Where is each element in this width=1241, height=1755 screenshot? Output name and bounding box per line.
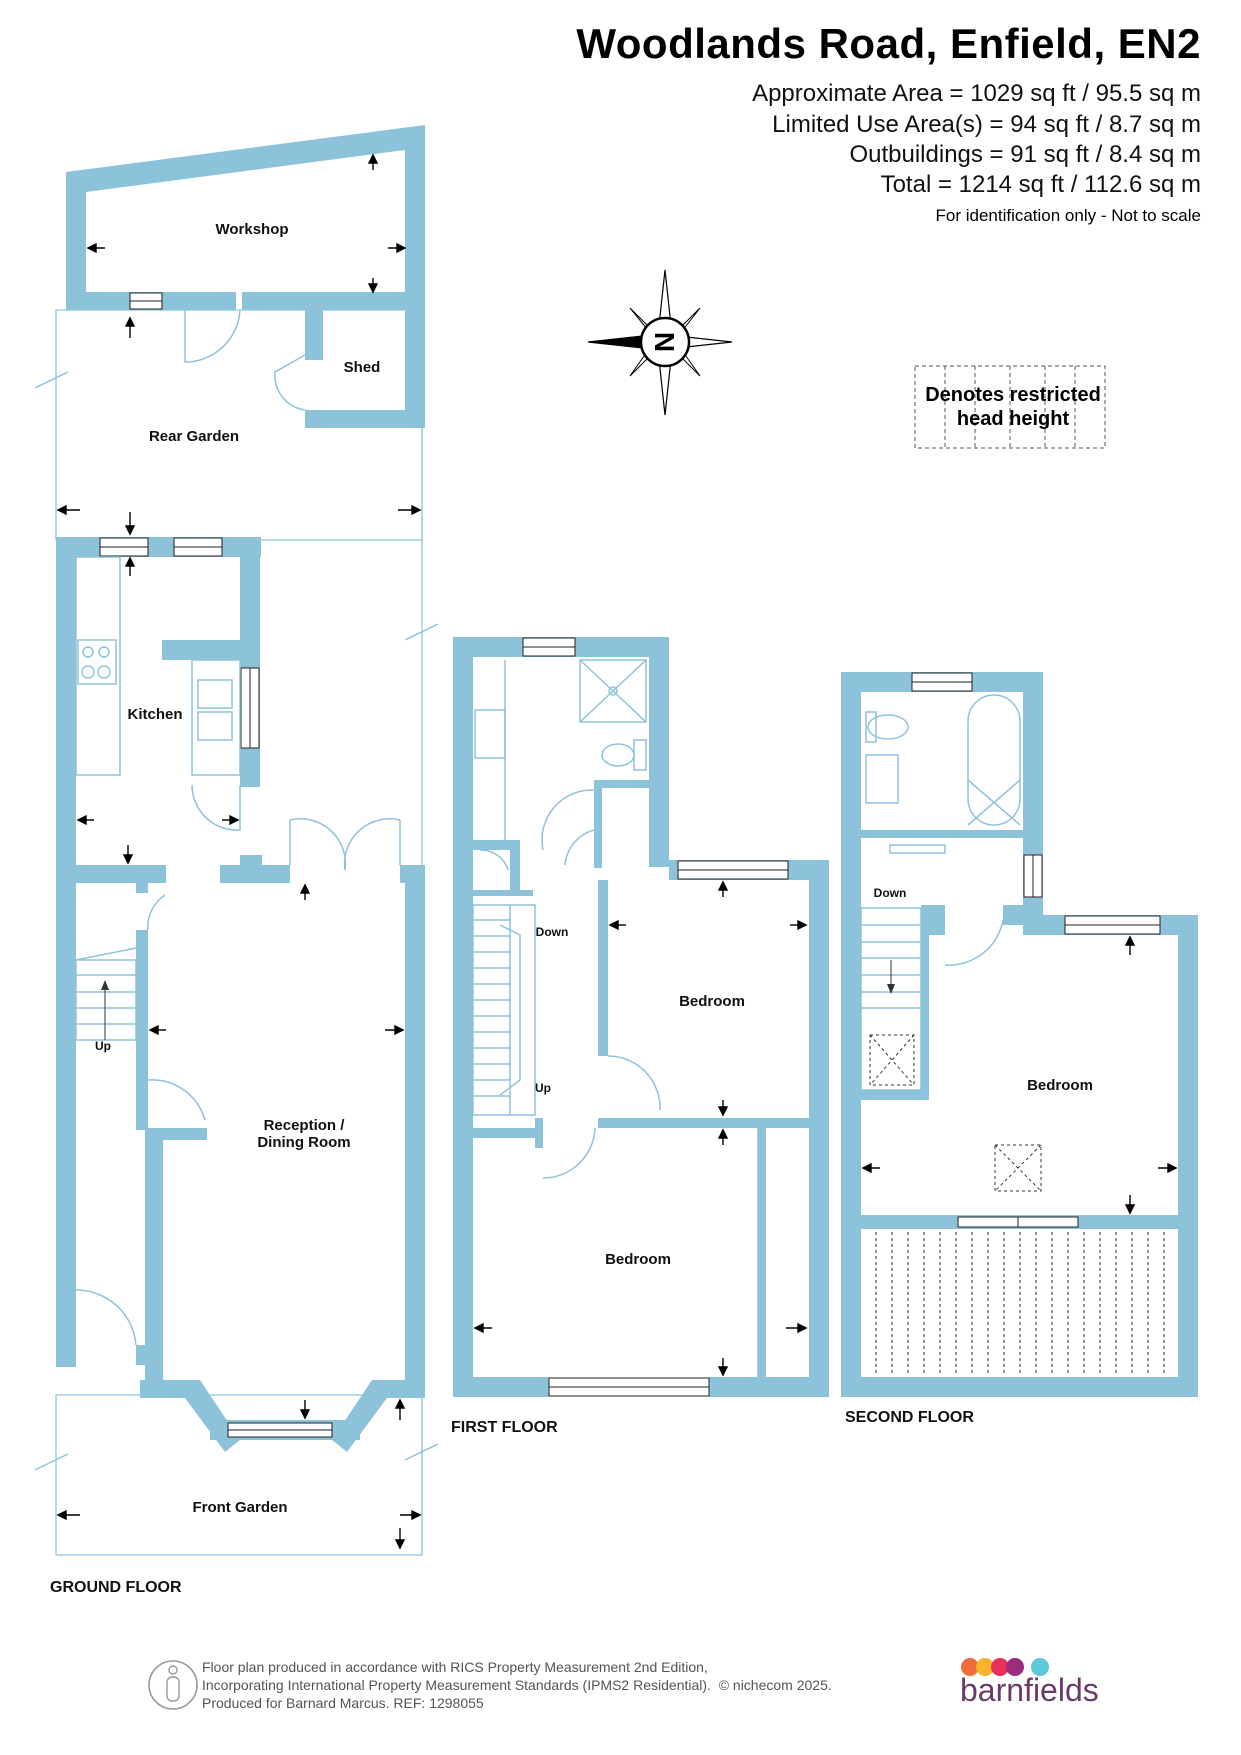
outbuildings-area: Outbuildings = 91 sq ft / 8.4 sq m <box>849 141 1201 168</box>
barnfields-logo-dots <box>961 1658 1049 1676</box>
scale-note: For identification only - Not to scale <box>935 206 1201 225</box>
footer-line-3: Produced for Barnard Marcus. REF: 129805… <box>202 1695 484 1711</box>
floor-label-first: FIRST FLOOR <box>451 1419 558 1436</box>
room-label-reception-1: Reception / <box>264 1117 346 1134</box>
stairs-down-label-second: Down <box>874 886 907 900</box>
room-label-shed: Shed <box>344 359 381 376</box>
room-label-kitchen: Kitchen <box>127 706 182 723</box>
room-label-workshop: Workshop <box>215 221 288 238</box>
compass-letter: N <box>649 332 680 352</box>
room-label-reception-2: Dining Room <box>257 1134 350 1151</box>
floor-label-ground: GROUND FLOOR <box>50 1579 182 1596</box>
approximate-area: Approximate Area = 1029 sq ft / 95.5 sq … <box>752 80 1201 107</box>
limited-use-area: Limited Use Area(s) = 94 sq ft / 8.7 sq … <box>772 111 1201 138</box>
room-label-rear-garden: Rear Garden <box>149 428 239 445</box>
stairs-up-label-first: Up <box>535 1081 551 1095</box>
footer-line-2: Incorporating International Property Mea… <box>202 1676 832 1694</box>
stairs-down-label: Down <box>536 925 569 939</box>
room-label-bedroom-second: Bedroom <box>1027 1077 1093 1094</box>
legend-label: Denotes restricted head height <box>925 384 1101 430</box>
room-label-bedroom-front: Bedroom <box>605 1251 671 1268</box>
room-label-front-garden: Front Garden <box>192 1499 287 1516</box>
first-floor-plan: Bedroom Bedroom Down Up FIRST FLOOR <box>451 637 829 1436</box>
page-title: Woodlands Road, Enfield, EN2 <box>576 20 1201 67</box>
stairs-up-label: Up <box>95 1039 111 1053</box>
ground-floor-plan: Workshop Shed Rear Garden Kitchen Recept… <box>34 125 439 1596</box>
footer-notes: Floor plan produced in accordance with R… <box>202 1658 832 1712</box>
floor-label-second: SECOND FLOOR <box>845 1409 974 1426</box>
person-info-icon <box>148 1660 198 1710</box>
footer-line-1: Floor plan produced in accordance with R… <box>202 1659 708 1675</box>
footer-line-2-text: Incorporating International Property Mea… <box>202 1677 711 1693</box>
room-label-bedroom-back: Bedroom <box>679 993 745 1010</box>
second-floor-plan: Bedroom Down SECOND FLOOR <box>841 672 1198 1426</box>
brand-logo-text: barnfields <box>960 1672 1099 1708</box>
compass-rose-icon: N <box>587 269 733 416</box>
restricted-height-legend <box>914 365 1106 449</box>
copyright-text: © nichecom 2025. <box>718 1677 832 1693</box>
total-area: Total = 1214 sq ft / 112.6 sq m <box>880 171 1201 198</box>
